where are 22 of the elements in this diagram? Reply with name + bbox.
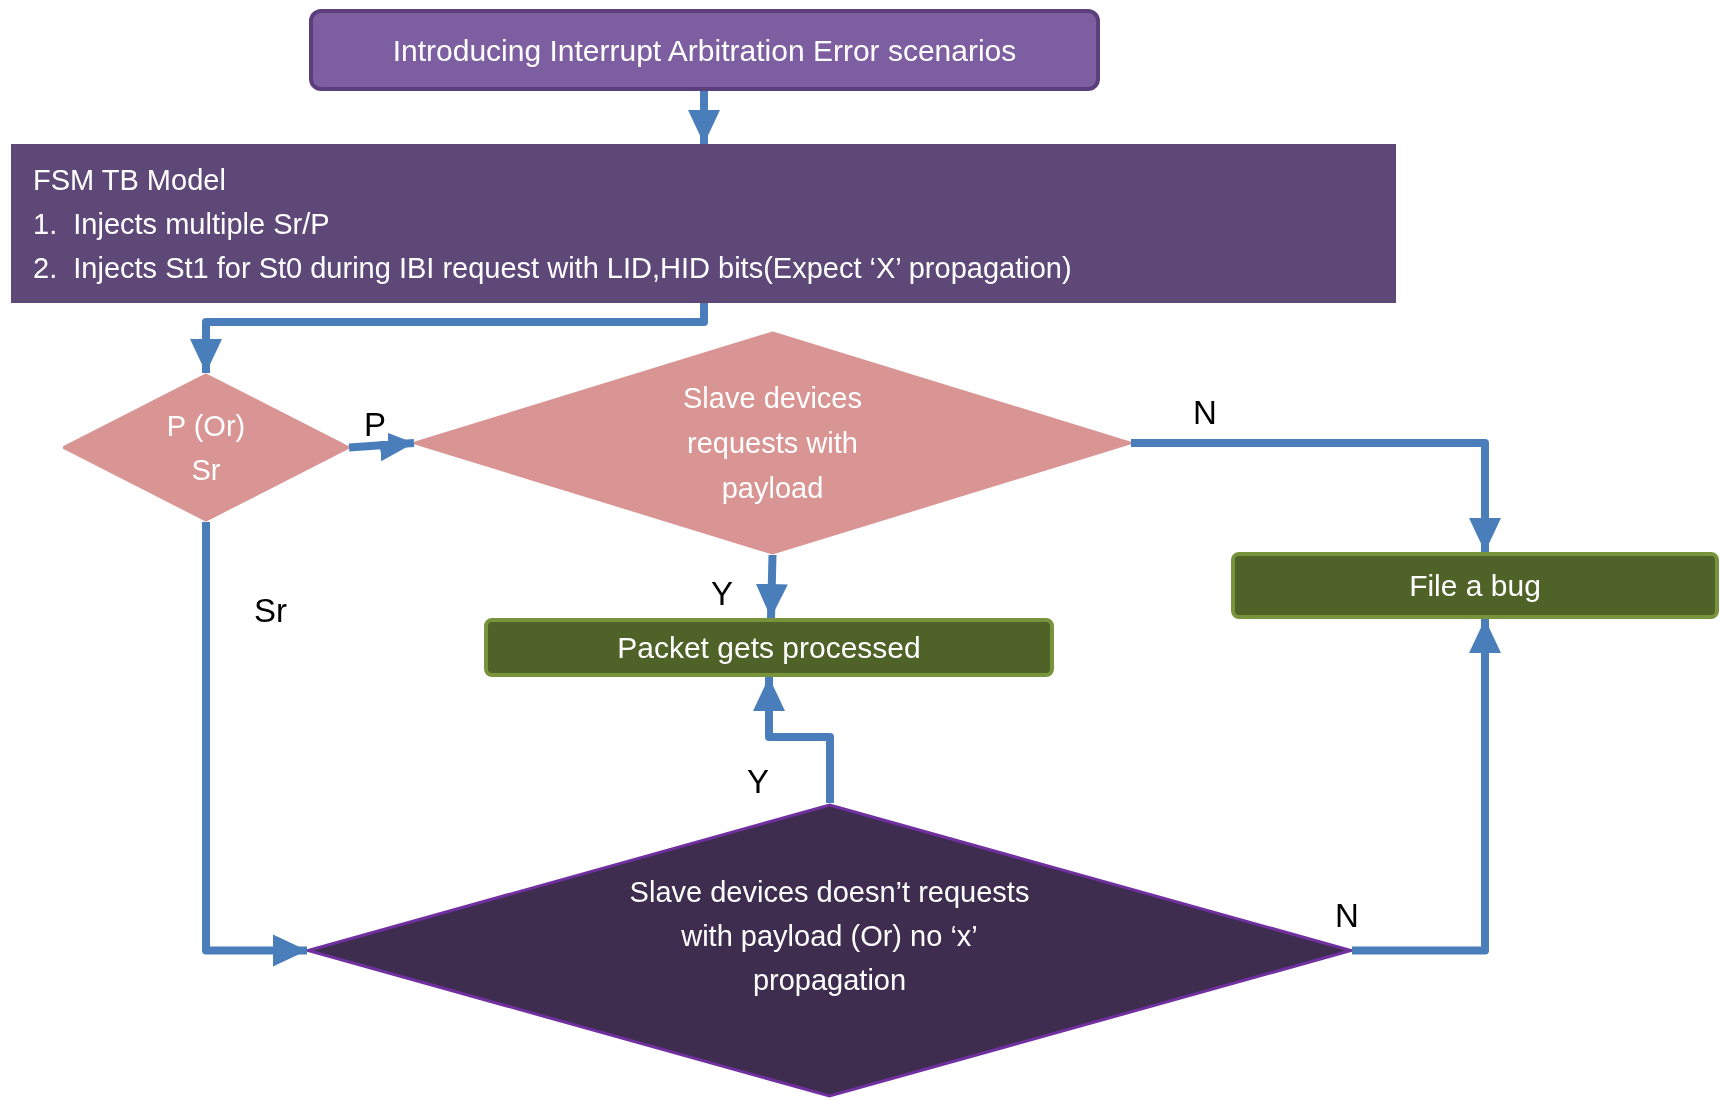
arrow <box>753 677 834 803</box>
arrow <box>688 91 720 144</box>
box-text: Packet gets processed <box>617 630 921 666</box>
arrow <box>1131 439 1501 552</box>
arrow <box>1352 619 1501 955</box>
step-box <box>484 618 1054 677</box>
decision-text: Slave devices doesn’t requests with payload (Or) no ‘x’ propagation <box>628 874 1031 998</box>
list-item: 1. Injects multiple Sr/P <box>33 206 331 242</box>
box-heading: FSM TB Model <box>33 162 227 198</box>
list-item: 2. Injects St1 for St0 during IBI request with LID,HID bits(Expect ‘X’ propagation) <box>33 250 1073 286</box>
arrow <box>755 554 788 619</box>
decision-text: Slave devices requests with payload <box>682 380 863 506</box>
arrow <box>190 303 708 373</box>
decision-text: P (Or) Sr <box>165 408 247 488</box>
box-text: File a bug <box>1409 568 1541 604</box>
decision-diamond <box>63 373 349 522</box>
arrow <box>202 522 307 967</box>
process-box <box>11 144 1396 303</box>
step-box <box>309 9 1100 91</box>
step-box <box>1231 552 1719 619</box>
decision-diamond <box>414 331 1131 555</box>
box-text: Introducing Interrupt Arbitration Error scenarios <box>392 32 1017 69</box>
